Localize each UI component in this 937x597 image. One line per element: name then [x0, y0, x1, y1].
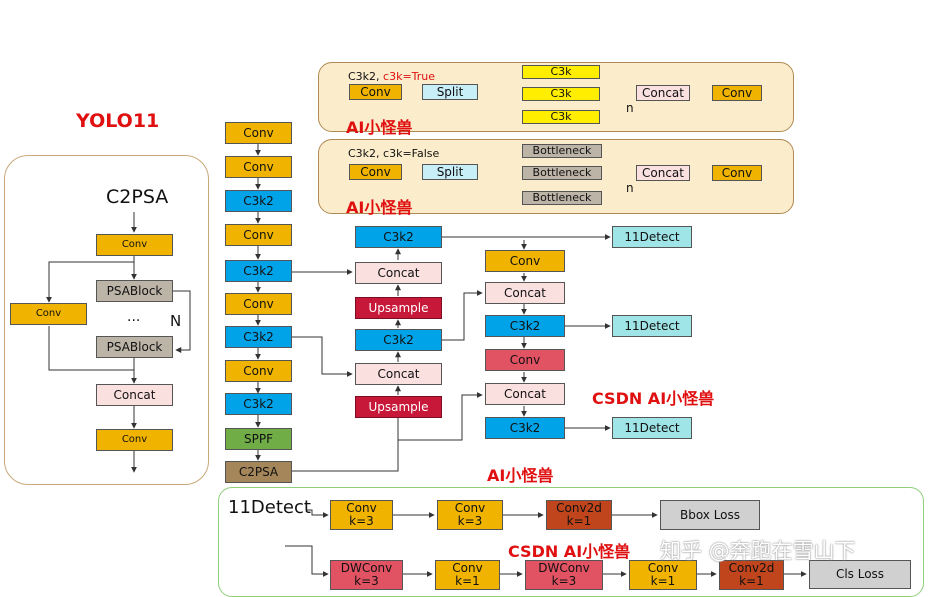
backbone-c3k2-3: C3k2	[225, 190, 292, 212]
c3k-true-conv-in: Conv	[349, 84, 402, 100]
c2psa-title: C2PSA	[106, 186, 169, 208]
c3k-block-3: C3k	[522, 110, 600, 124]
c3k-true-split: Split	[422, 84, 478, 100]
detect-row2-conv2d-label: Conv2d	[728, 561, 775, 576]
detect-row2-conv2d-kernel: k=1	[739, 574, 764, 588]
neck-c3k2-top: C3k2	[355, 226, 442, 248]
neck-upsample-1: Upsample	[355, 297, 442, 319]
bottleneck-block-2: Bottleneck	[522, 166, 602, 180]
neck-concat-1: Concat	[355, 262, 442, 284]
c2psa-psablock-top: PSABlock	[96, 280, 173, 302]
watermark-ai-center: AI小怪兽	[487, 466, 554, 485]
watermark-csdn-bottom: CSDN AI小怪兽	[508, 542, 631, 561]
detect-row2-dwconv-2-kernel: k=3	[551, 574, 577, 588]
neck-c3k2-r2: C3k2	[485, 417, 565, 439]
detect-row2-conv-1-kernel: k=1	[455, 574, 480, 588]
neck-conv-r2: Conv	[485, 349, 565, 371]
detect-3: 11Detect	[612, 417, 692, 439]
page-title: YOLO11	[76, 110, 160, 132]
c3k-false-conv-out: Conv	[712, 165, 762, 181]
detect-panel-title: 11Detect	[228, 497, 311, 518]
c2psa-panel	[4, 155, 209, 485]
detect-row2-dwconv-1-kernel: k=3	[354, 574, 379, 588]
bottleneck-block-3: Bottleneck	[522, 191, 602, 205]
c2psa-n-label: N	[170, 312, 182, 330]
neck-c3k2-r1: C3k2	[485, 315, 565, 337]
c3k-false-split: Split	[422, 164, 478, 180]
detect-row1-conv2d-kernel: k=1	[566, 514, 592, 528]
c2psa-dots: ...	[127, 309, 141, 325]
c3k-true-title-prefix: C3k2,	[348, 70, 380, 83]
c3k-false-n-label: n	[626, 181, 634, 195]
c3k-true-watermark: AI小怪兽	[346, 118, 413, 137]
backbone-conv-8: Conv	[225, 360, 292, 382]
neck-concat-r2: Concat	[485, 383, 565, 405]
backbone-c3k2-5: C3k2	[225, 260, 292, 282]
c3k-block-1: C3k	[522, 65, 600, 79]
c2psa-psablock-bottom: PSABlock	[96, 336, 173, 358]
neck-upsample-2: Upsample	[355, 396, 442, 418]
bbox-loss-box: Bbox Loss	[660, 500, 760, 530]
backbone-c2psa-11: C2PSA	[225, 461, 292, 483]
c2psa-conv-top: Conv	[96, 234, 173, 256]
neck-concat-r1: Concat	[485, 282, 565, 304]
c2psa-concat: Concat	[96, 384, 173, 406]
c3k-block-2: C3k	[522, 87, 600, 101]
detect-1: 11Detect	[612, 226, 692, 248]
detect-row2-conv-2-kernel: k=1	[650, 574, 676, 588]
backbone-conv-1: Conv	[225, 122, 292, 144]
detect-row1-conv2d-label: Conv2d	[556, 501, 602, 516]
detect-row2-conv-2-label: Conv	[647, 561, 679, 576]
cls-loss-box: Cls Loss	[809, 560, 911, 589]
detect-row1-conv-2-label: Conv	[454, 501, 486, 516]
backbone-conv-2: Conv	[225, 156, 292, 178]
detect-row2-dwconv-2-label: DWConv	[538, 561, 590, 576]
watermark-csdn-right: CSDN AI小怪兽	[592, 389, 715, 408]
backbone-conv-4: Conv	[225, 224, 292, 246]
c3k-true-title-flag: c3k=True	[383, 70, 436, 83]
bottleneck-block-1: Bottleneck	[522, 144, 602, 158]
backbone-c3k2-7: C3k2	[225, 326, 292, 348]
c3k-false-concat: Concat	[636, 165, 690, 181]
detect-row1-conv-1-kernel: k=3	[349, 514, 374, 528]
c2psa-side-conv: Conv	[10, 303, 87, 325]
backbone-sppf-10: SPPF	[225, 428, 292, 450]
detect-row2-dwconv-1-label: DWConv	[340, 561, 393, 576]
watermark-zhihu: 知乎 @奔跑在雪山下	[660, 539, 856, 563]
c3k-false-watermark: AI小怪兽	[346, 198, 413, 217]
neck-conv-r1: Conv	[485, 250, 565, 272]
c3k-true-concat: Concat	[636, 85, 690, 101]
neck-concat-2: Concat	[355, 363, 442, 385]
detect-row1-conv-1-label: Conv	[346, 501, 377, 516]
c3k-true-n-label: n	[626, 101, 634, 115]
detect-row1-conv-2-kernel: k=3	[457, 514, 483, 528]
c3k-true-title: C3k2, c3k=True	[348, 70, 435, 83]
backbone-conv-6: Conv	[225, 293, 292, 315]
detect-row2-conv-1-label: Conv	[452, 561, 483, 576]
neck-c3k2-mid: C3k2	[355, 329, 442, 351]
c3k-false-conv-in: Conv	[349, 164, 402, 180]
c2psa-conv-bottom: Conv	[96, 429, 173, 451]
c3k-true-conv-out: Conv	[712, 85, 762, 101]
c3k-false-title: C3k2, c3k=False	[348, 147, 440, 160]
backbone-c3k2-9: C3k2	[225, 393, 292, 415]
detect-2: 11Detect	[612, 315, 692, 337]
